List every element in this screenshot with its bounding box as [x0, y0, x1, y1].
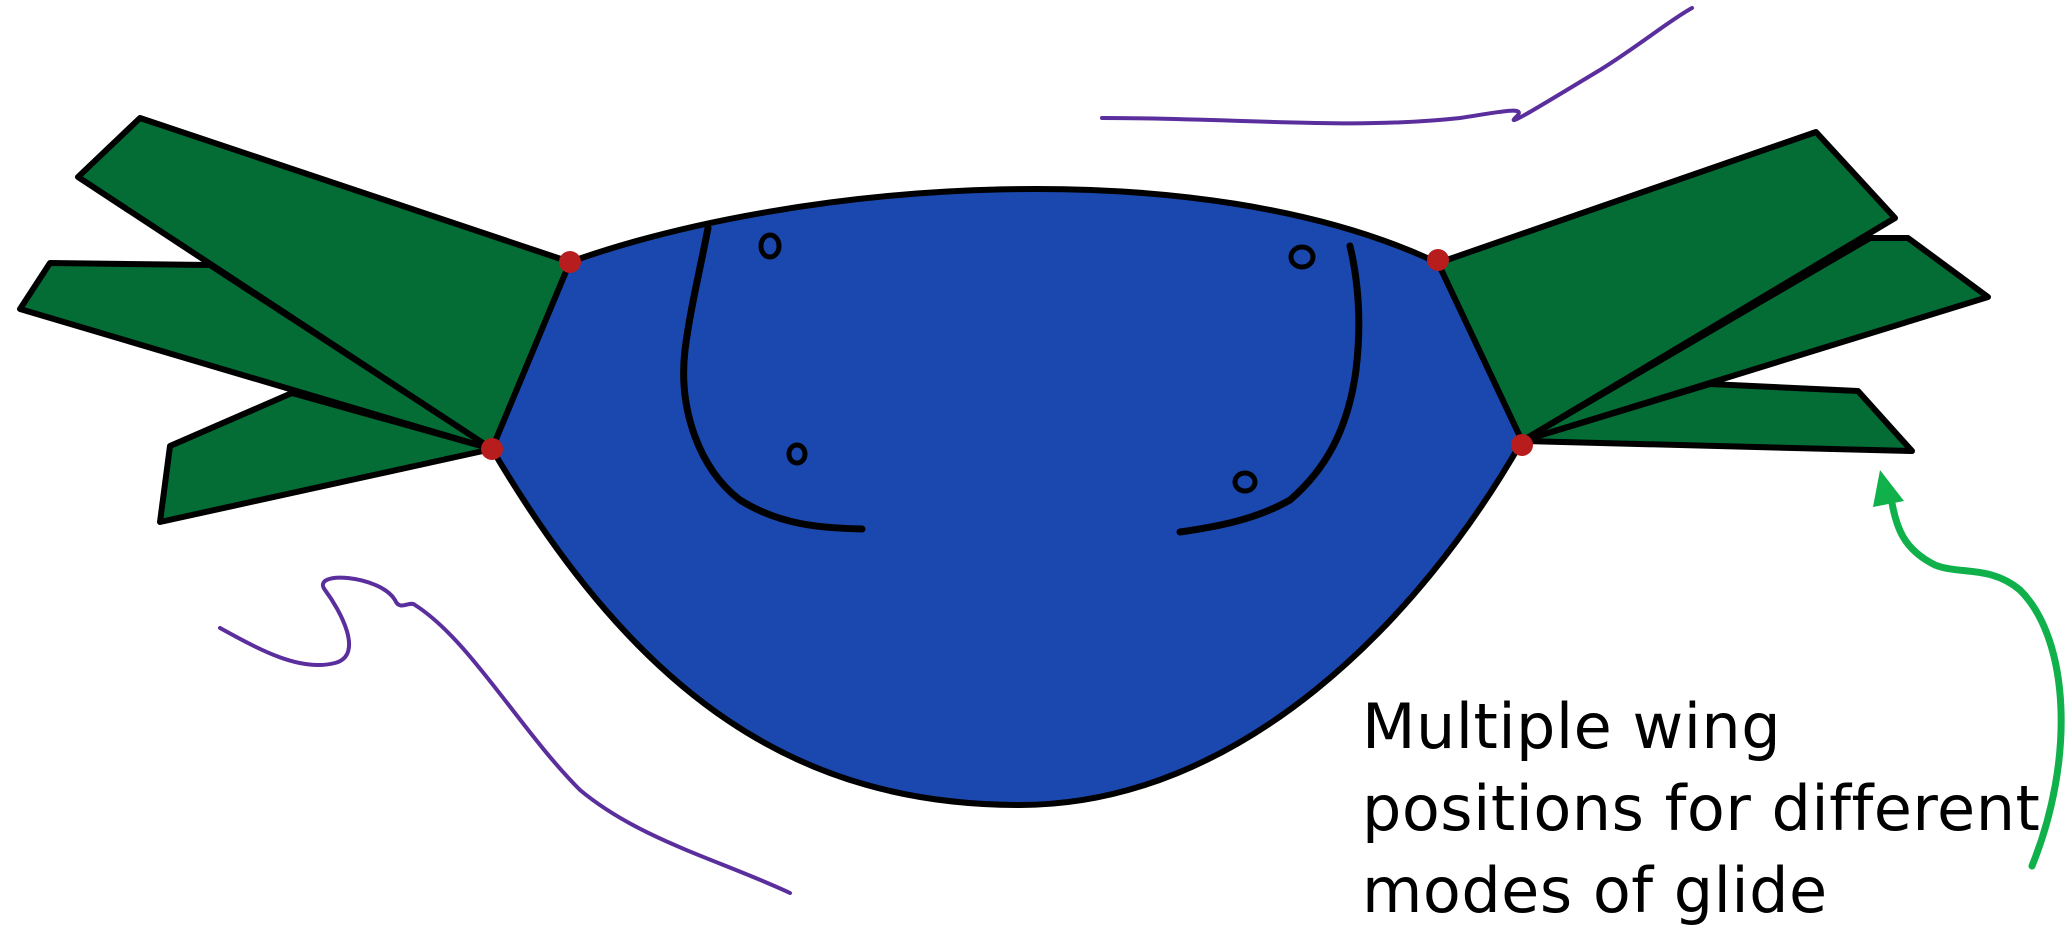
right-wing-low	[1519, 381, 1915, 454]
arrow-curve	[1886, 486, 2065, 870]
body-dot-4	[1232, 470, 1258, 494]
caption-line-3: modes of glide	[1362, 854, 1828, 927]
airflow-lines	[218, 6, 1694, 895]
caption-line-1: Multiple wing	[1362, 690, 1782, 763]
airflow-top	[1100, 6, 1694, 126]
right-wings	[1435, 129, 1991, 454]
airflow-bottom	[218, 575, 792, 895]
left-wings	[17, 115, 573, 525]
hinge-left-lower	[481, 438, 503, 460]
glider-body	[489, 186, 1525, 808]
wing-hinges	[481, 249, 1533, 460]
caption: Multiple wing positions for different mo…	[1362, 686, 2062, 932]
hinge-right-lower	[1511, 434, 1533, 456]
left-body-curve	[680, 224, 866, 533]
hinge-right-upper	[1427, 249, 1449, 271]
body-dot-3	[786, 442, 808, 466]
right-body-curve	[1176, 242, 1363, 536]
body-dot-1	[758, 232, 782, 260]
caption-line-2: positions for different	[1362, 772, 2041, 845]
pointer-arrow	[1873, 470, 2065, 870]
hinge-left-upper	[559, 251, 581, 273]
arrow-head	[1873, 470, 1904, 507]
body-markings	[680, 224, 1363, 536]
body-dot-2	[1288, 244, 1316, 270]
